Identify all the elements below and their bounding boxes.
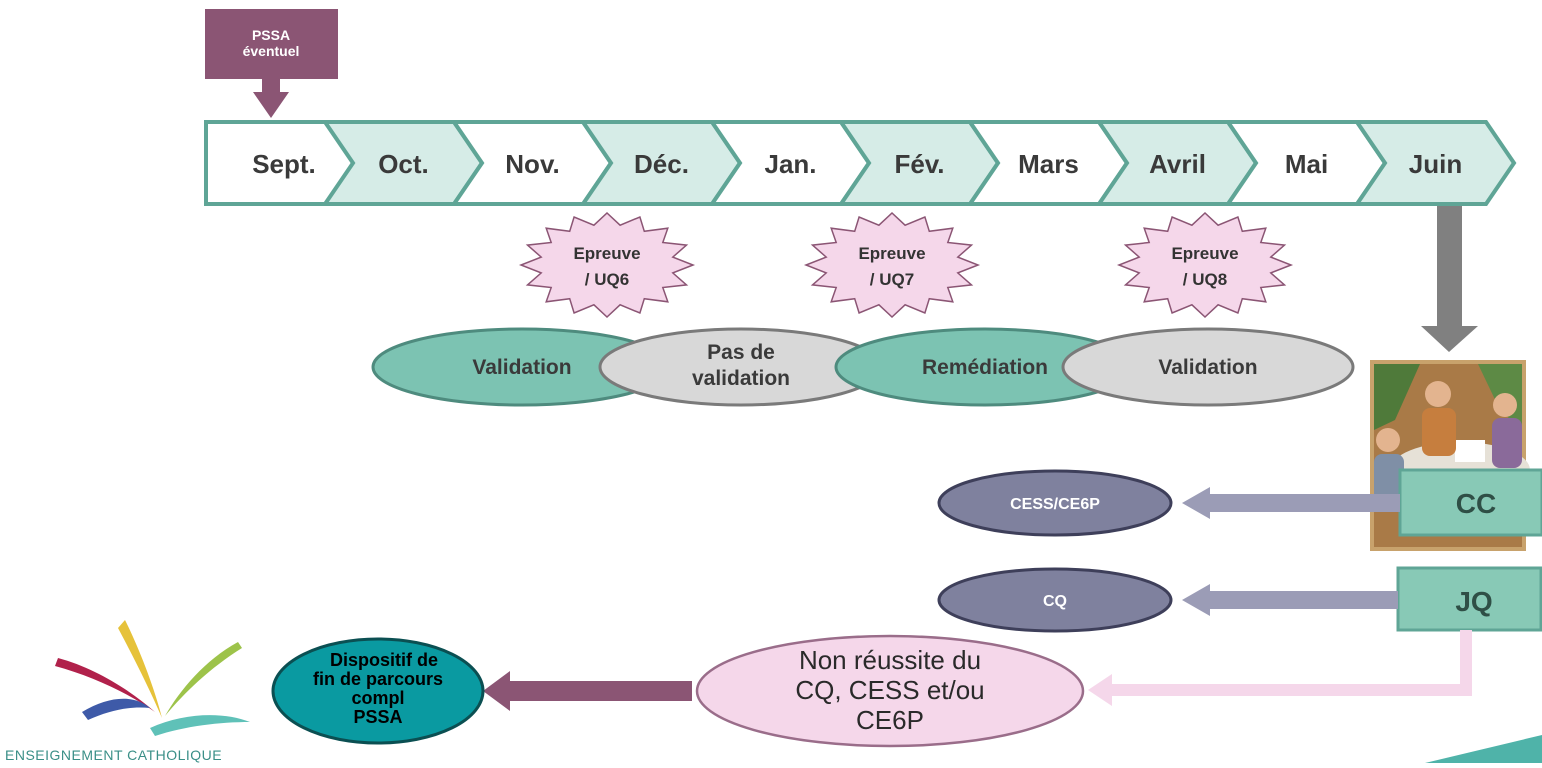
month-label-juin: Juin [1409, 149, 1462, 179]
epreuve-star-2-line-2: / UQ7 [870, 270, 914, 289]
jq-box: JQ [1396, 566, 1542, 632]
pssa-tag-line-2: éventuel [243, 43, 300, 59]
cq-label: CQ [1043, 593, 1067, 610]
phase-label-3: Remédiation [922, 356, 1048, 379]
month-timeline: Sept. Oct. Nov. Déc. Jan. Fév. Mars Avril Mai Jui… [204, 120, 1517, 206]
cq-ellipse: CQ [937, 567, 1173, 633]
dispositif-line-1: Dispositif de [330, 650, 438, 670]
epreuve-star-3-line-2: / UQ8 [1183, 270, 1227, 289]
jq-to-non-reussite-arrow [1088, 630, 1472, 706]
phase-label-2-line-1: Pas de [707, 341, 775, 364]
epreuve-star-3-line-1: Epreuve [1171, 244, 1238, 263]
non-reussite-ellipse: Non réussite du CQ, CESS et/ou CE6P [695, 634, 1085, 748]
month-label-avril: Avril [1149, 149, 1206, 179]
pssa-tag: PSSA éventuel [205, 9, 338, 79]
epreuve-star-3: Epreuve / UQ8 [1116, 211, 1294, 319]
phase-ellipse-3-remediation: Remédiation [834, 327, 1136, 407]
phase-ellipse-4-validation: Validation [1061, 327, 1355, 407]
month-label-sept: Sept. [252, 149, 316, 179]
non-reussite-line-3: CE6P [856, 705, 924, 735]
phase-label-2-line-2: validation [692, 367, 790, 390]
pssa-tag-line-1: PSSA [252, 27, 290, 43]
phase-ellipse-2-pas-de-validation: Pas de validation [598, 327, 884, 407]
logo-text: ENSEIGNEMENT CATHOLIQUE [5, 747, 222, 763]
corner-decoration [1425, 735, 1542, 763]
dispositif-ellipse: Dispositif de fin de parcours compl PSSA [271, 637, 485, 745]
enseignement-catholique-logo: ENSEIGNEMENT CATHOLIQUE [5, 620, 250, 763]
pssa-arrow [253, 79, 289, 118]
juin-down-arrow [1421, 206, 1478, 352]
phase-ellipses: Validation Pas de validation Remédiation Val… [371, 327, 1355, 407]
epreuve-star-1: Epreuve / UQ6 [518, 211, 696, 319]
dispositif-line-4: PSSA [353, 707, 402, 727]
month-label-mai: Mai [1285, 149, 1328, 179]
cc-label: CC [1456, 488, 1496, 519]
month-label-oct: Oct. [378, 149, 429, 179]
non-reussite-line-2: CQ, CESS et/ou [795, 675, 984, 705]
non-reussite-line-1: Non réussite du [799, 645, 981, 675]
epreuve-star-1-line-2: / UQ6 [585, 270, 629, 289]
month-label-jan: Jan. [764, 149, 816, 179]
cess-label: CESS/CE6P [1010, 496, 1100, 513]
month-label-dec: Déc. [634, 149, 689, 179]
phase-label-1: Validation [472, 356, 571, 379]
epreuve-star-1-line-1: Epreuve [573, 244, 640, 263]
epreuve-star-2: Epreuve / UQ7 [803, 211, 981, 319]
dispositif-line-3: compl [351, 688, 404, 708]
epreuve-star-2-line-1: Epreuve [858, 244, 925, 263]
month-label-nov: Nov. [505, 149, 559, 179]
jq-label: JQ [1455, 586, 1492, 617]
cess-ellipse: CESS/CE6P [937, 469, 1173, 537]
phase-label-4: Validation [1158, 356, 1257, 379]
jq-to-cq-arrow [1182, 584, 1398, 616]
non-reussite-to-dispositif-arrow [483, 671, 692, 711]
month-chevron-oct: Oct. [321, 120, 485, 206]
month-chevron-jan: Jan. [708, 120, 872, 206]
dispositif-line-2: fin de parcours [313, 669, 443, 689]
month-chevron-juin: Juin [1353, 120, 1517, 206]
month-label-mars: Mars [1018, 149, 1079, 179]
cc-to-cess-arrow [1182, 487, 1400, 519]
epreuve-stars: Epreuve / UQ6 Epreuve / UQ7 Epreuve / UQ8 [518, 211, 1294, 319]
cc-box: CC [1398, 468, 1542, 537]
month-label-fev: Fév. [894, 149, 944, 179]
